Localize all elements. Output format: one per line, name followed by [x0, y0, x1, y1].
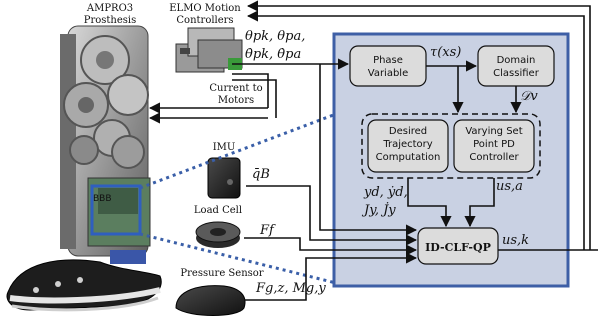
current-link-1 — [232, 73, 269, 108]
prosthesis-image — [6, 25, 162, 312]
domain-signal-label: 𝒟v — [520, 89, 538, 104]
elmo-controller-image — [175, 27, 243, 73]
varying-block-line3: Controller — [469, 152, 519, 163]
imu-device-image — [207, 157, 241, 199]
varying-setpoint-block — [453, 119, 535, 173]
pressure-sensor-label: Pressure Sensor — [180, 268, 263, 279]
trajectory-group-frame — [361, 113, 541, 179]
pressure-sensor-image — [175, 285, 246, 316]
desired-block-line1: Desired — [389, 126, 427, 137]
id-clf-qp-block — [417, 227, 499, 265]
current-link-2 — [232, 79, 277, 118]
elmo-label-line2: Controllers — [176, 15, 233, 26]
joint-state-label-line1: θpk, θpa, — [245, 29, 305, 44]
current-label-line2: Motors — [218, 95, 254, 106]
joint-state-label-line2: θ̇pk, θ̇pa — [245, 47, 301, 62]
varying-block-line2: Point PD — [473, 139, 515, 150]
pressure-signal-label: Fg,z, Mg,y — [255, 281, 326, 296]
feedback-line-second — [246, 10, 585, 250]
desired-block-line2: Trajectory — [382, 139, 432, 150]
pd-to-qp-arrow — [464, 178, 495, 228]
trajectory-signal-line2: Jy, J̇y — [361, 202, 396, 218]
desired-trajectory-block — [367, 119, 449, 173]
feedback-line-top — [246, 0, 591, 250]
signal-lines — [148, 0, 598, 301]
load-cell-signal-label: Ff — [259, 223, 276, 238]
pd-signal-label: us,a — [496, 179, 523, 194]
domain-classifier-block — [477, 45, 555, 87]
phase-variable-block — [349, 45, 427, 87]
domain-block-line2: Classifier — [493, 68, 540, 79]
varying-block-line1: Varying Set — [465, 126, 522, 137]
output-signal-label: us,k — [502, 233, 529, 248]
load-cell-arrow — [244, 237, 418, 256]
idclf-block-label: ID-CLF-QP — [425, 241, 491, 254]
tau-signal-label: τ(xs) — [430, 45, 461, 60]
prosthesis-title-line1: AMPRO3 — [86, 3, 133, 14]
imu-signal-label: q̄B — [252, 167, 270, 182]
load-cell-image — [195, 221, 241, 248]
pressure-arrow — [244, 252, 418, 301]
domain-block-line1: Domain — [497, 55, 536, 66]
trajectory-to-qp-arrow — [407, 178, 452, 228]
prosthesis-title-line2: Prosthesis — [84, 15, 137, 26]
imu-label: IMU — [213, 142, 236, 153]
bbb-highlight-box — [90, 184, 142, 236]
load-cell-label: Load Cell — [194, 205, 242, 216]
zoom-line-bottom — [139, 232, 337, 285]
phase-block-line2: Variable — [368, 68, 409, 79]
trajectory-signal-line1: yd, ẏd, — [363, 185, 408, 200]
elmo-label-line1: ELMO Motion — [169, 3, 241, 14]
imu-arrow — [246, 185, 418, 246]
desired-block-line3: Computation — [376, 152, 441, 163]
joint-state-to-qp-arrow — [319, 64, 418, 236]
bbb-label: BBB — [93, 194, 112, 204]
phase-block-line1: Phase — [373, 55, 403, 66]
current-label-line1: Current to — [209, 83, 262, 94]
